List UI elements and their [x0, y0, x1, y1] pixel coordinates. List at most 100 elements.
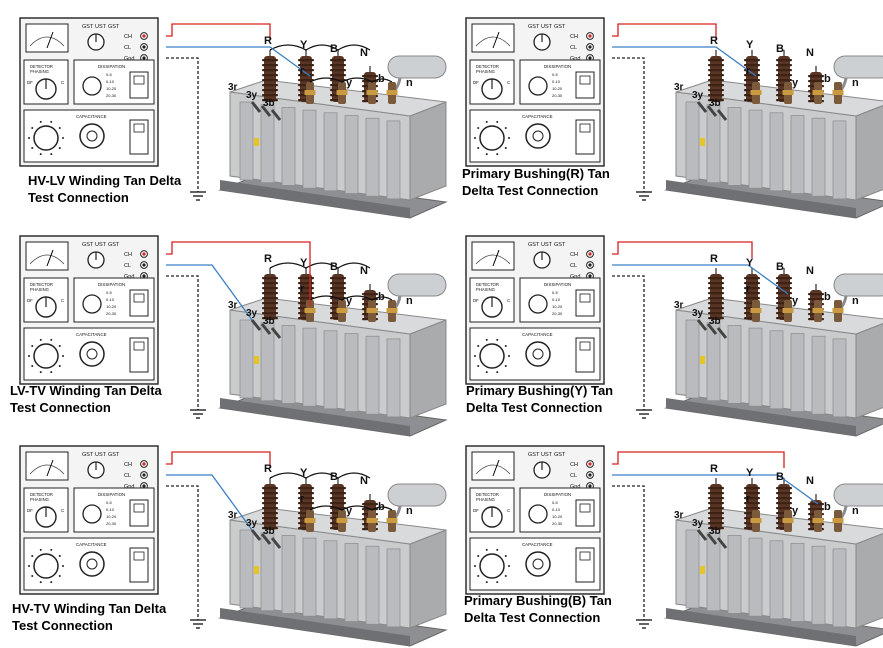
conservator-tank — [833, 483, 883, 507]
mode-label: GST — [554, 452, 566, 458]
cooling-fin — [769, 540, 784, 620]
mode-label: GST — [82, 242, 94, 248]
dissipation-label: DISSIPATION — [98, 282, 125, 287]
lv-bushing-band — [304, 90, 316, 95]
bushing-shed — [262, 497, 278, 500]
lv-terminal-label: n — [852, 77, 859, 89]
bushing-shed — [776, 69, 792, 72]
range-dot — [496, 371, 499, 374]
hv-terminal-label: Y — [300, 467, 308, 479]
cooling-fin — [302, 537, 317, 617]
meter-scale — [29, 464, 65, 475]
cooling-fin — [727, 325, 742, 404]
lv-lead — [166, 264, 253, 321]
transformer-base-side — [220, 180, 410, 218]
dissipation-label: DISSIPATION — [544, 492, 571, 497]
range-dot — [39, 371, 42, 374]
dissipation-knob — [82, 294, 102, 314]
cooling-fin — [832, 548, 847, 628]
phasing-label: PHASING — [30, 287, 49, 292]
conservator-tank — [833, 55, 883, 79]
lv-terminal-label: n — [406, 505, 413, 517]
bushing-shed — [330, 487, 346, 490]
transformer-tank-side — [855, 532, 883, 629]
bushing-shed — [362, 503, 378, 506]
terminal-pin — [142, 484, 146, 488]
bushing-shed — [708, 507, 724, 510]
transformer-tank-side — [855, 104, 883, 201]
lv-terminal-label: n — [406, 77, 413, 89]
capacitance-label: CAPACITANCE — [76, 114, 107, 119]
range-dot — [508, 355, 510, 357]
terminal-pin — [588, 45, 592, 49]
dissipation-knob — [528, 294, 548, 314]
terminal-label: CH — [570, 252, 578, 258]
lv-terminal-label: y — [792, 295, 799, 307]
hv-lead — [612, 451, 785, 468]
bushings — [250, 478, 398, 549]
bushing-shed — [262, 317, 278, 320]
range-dot — [58, 574, 61, 577]
bushing-shed — [298, 507, 314, 510]
lv-terminal-label: r — [300, 493, 305, 505]
bushing-shed — [262, 502, 278, 505]
warning-tag — [700, 356, 705, 364]
bushing-shed — [776, 507, 792, 510]
phasing-label: PHASING — [476, 287, 495, 292]
lv-terminal-label: y — [346, 77, 353, 89]
bushing-shed — [362, 75, 378, 78]
detector-label: DETECTOR — [30, 492, 53, 497]
conservator-tank — [833, 273, 883, 297]
tv-terminal-label: 3b — [263, 526, 275, 537]
transformer-base-side — [220, 398, 410, 436]
lv-lead — [612, 264, 789, 295]
caption-line: Delta Test Connection — [466, 400, 603, 415]
range-dot — [62, 137, 64, 139]
transformer-tank-side — [409, 101, 447, 201]
terminal-label: CH — [570, 34, 578, 40]
bushing-shed — [708, 74, 724, 77]
capacitance-label: CAPACITANCE — [522, 332, 553, 337]
detector-label: DETECTOR — [30, 282, 53, 287]
df-label: DF — [473, 80, 479, 85]
tv-bushing — [696, 319, 708, 331]
cooling-fin — [769, 112, 784, 192]
conservator-tank — [387, 55, 447, 79]
bushing-shed — [330, 277, 346, 280]
bushing-shed — [776, 59, 792, 62]
caption-line: Delta Test Connection — [464, 610, 601, 625]
tv-bushing — [696, 529, 708, 541]
lv-bushing-band — [386, 308, 398, 313]
range-dot — [31, 127, 34, 130]
lv-bushing-band — [832, 308, 844, 313]
bushing-shed — [262, 79, 278, 82]
cooling-fin — [832, 338, 847, 418]
transformer-base-side — [666, 180, 856, 218]
caption-line: Test Connection — [28, 190, 129, 205]
mode-label: UST — [95, 242, 107, 248]
lv-bushing-band — [750, 308, 762, 313]
ground-symbol — [636, 619, 652, 629]
bushing-shed — [262, 312, 278, 315]
terminal-label: CL — [570, 263, 577, 269]
ground-symbol — [636, 191, 652, 201]
bushing-shed — [298, 79, 314, 82]
hv-lead — [166, 23, 271, 40]
lv-shorting-jumper — [309, 77, 393, 83]
range-dot — [474, 565, 476, 567]
tv-bushing — [706, 323, 718, 335]
bushing-shed — [262, 297, 278, 300]
lv-bushing-band — [832, 518, 844, 523]
bushing-shed — [776, 292, 792, 295]
range-dot — [39, 120, 42, 123]
transformer-tank-side — [409, 319, 447, 419]
tv-terminal-label: 3r — [674, 510, 684, 521]
bushing-shed — [776, 487, 792, 490]
range-dot — [477, 574, 480, 577]
dissipation-digit — [133, 293, 145, 303]
